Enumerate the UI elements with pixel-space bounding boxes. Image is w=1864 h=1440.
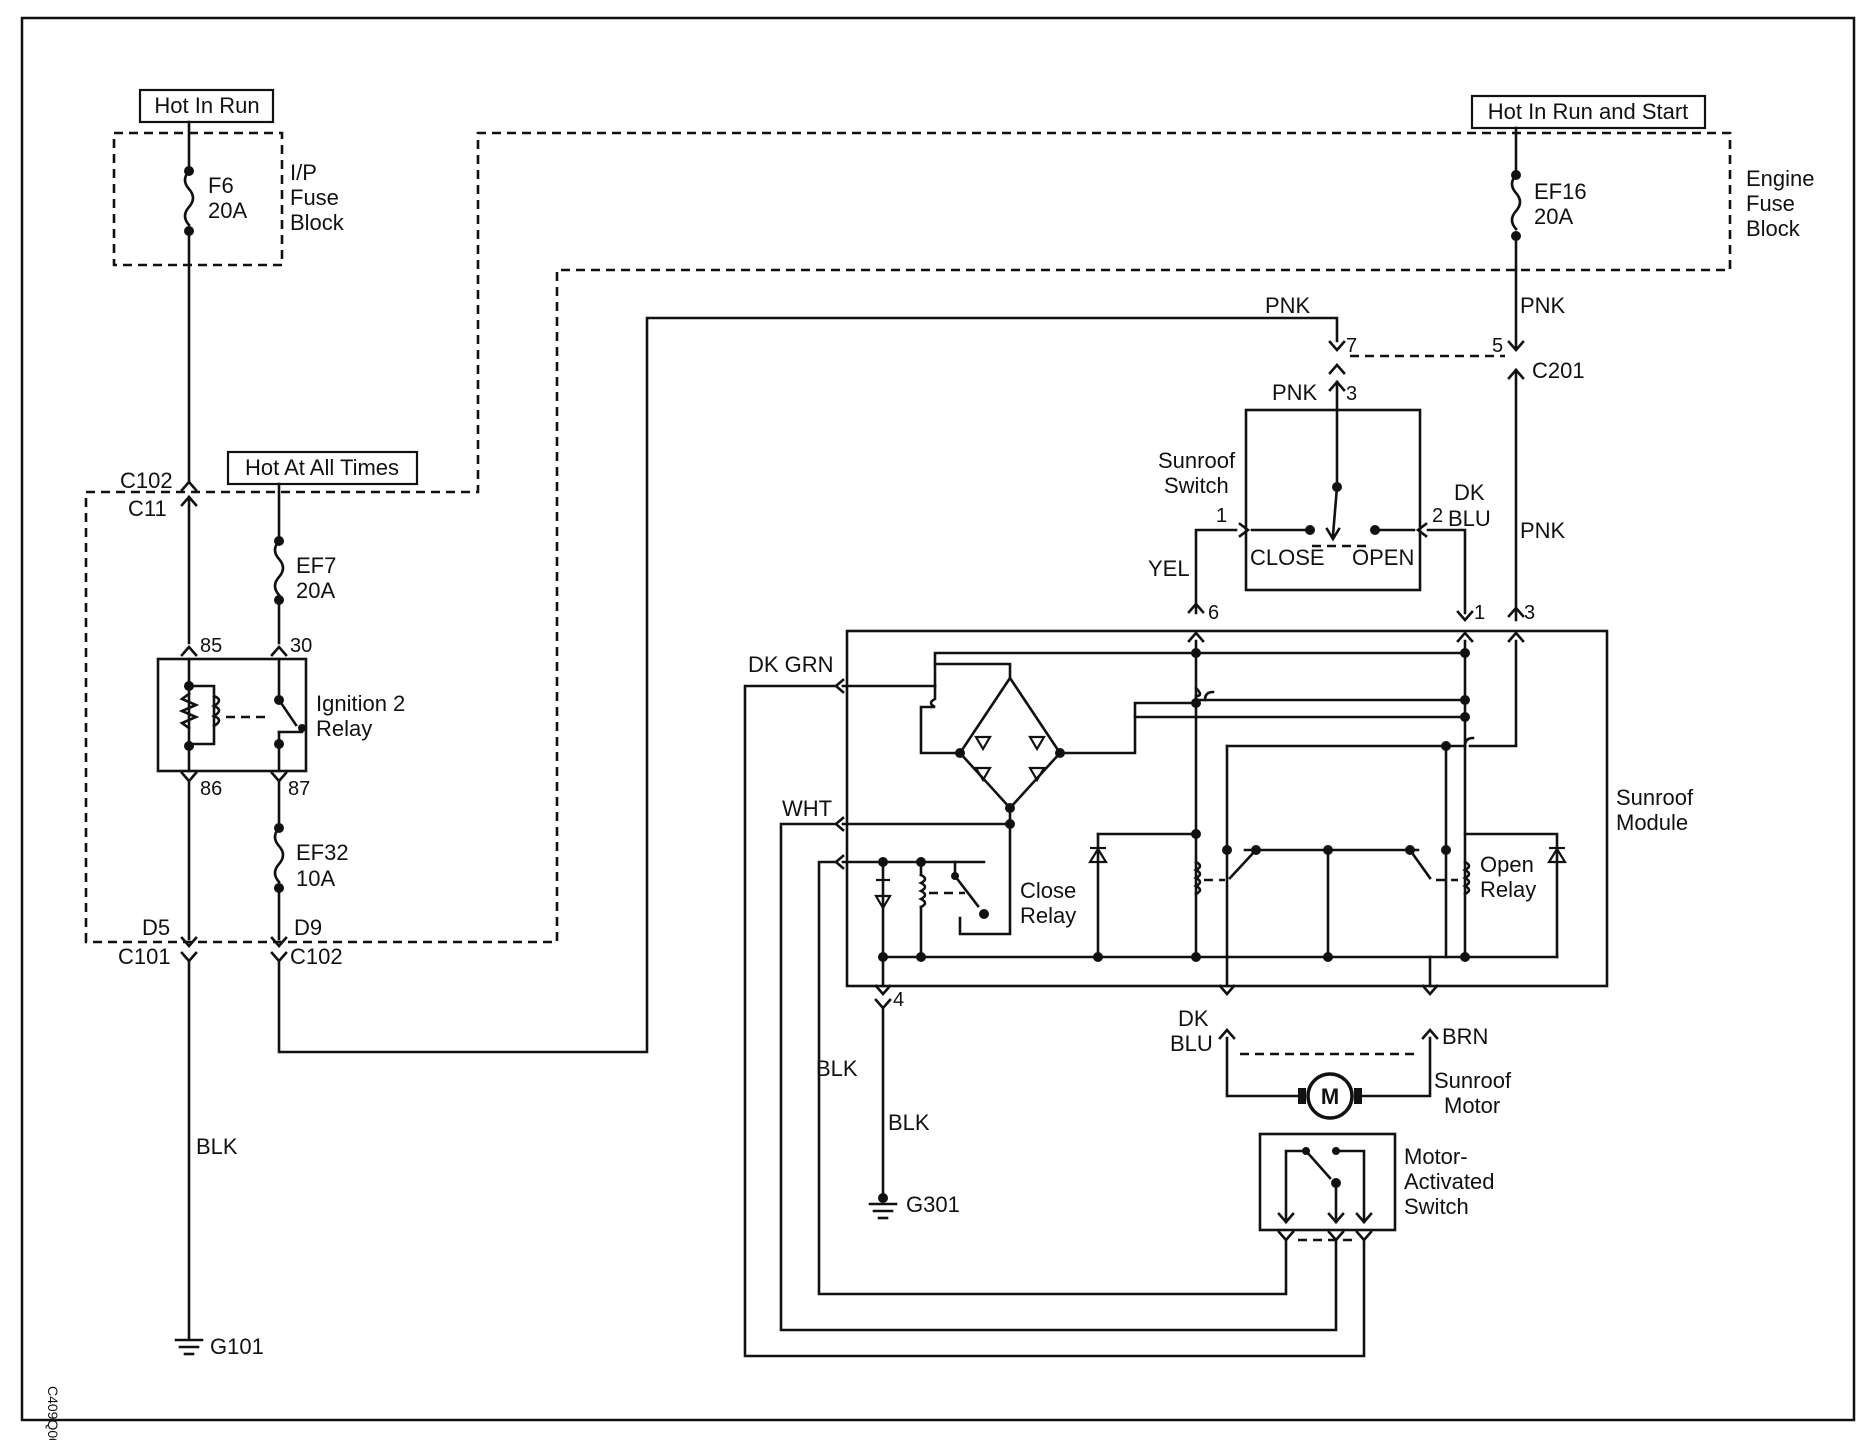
fuse-f6-rating: 20A [208,198,247,223]
fuse-f6-symbol [183,169,195,227]
wire-yel: YEL [1148,556,1190,581]
diagram-border [20,16,1856,1422]
relay-pin-30: 30 [290,635,312,657]
fuse-ef16-symbol [1510,173,1522,231]
sunroof-module-label-2: Module [1616,810,1688,835]
motor-switch-label-1: Motor- [1404,1144,1468,1169]
wire-dk-grn: DK GRN [748,652,834,677]
header-hot-in-run: Hot In Run [138,88,275,124]
fuse-ef32-symbol [273,826,285,884]
sunroof-switch-label-2: Switch [1164,473,1229,498]
ignition-2-relay [156,657,308,773]
engine-fuse-block-label-2: Fuse [1746,191,1795,216]
header-hot-at-all-times-text: Hot At All Times [245,455,399,480]
switch-close-label: CLOSE [1250,545,1325,570]
wire-dk-motor: DK [1178,1006,1209,1031]
relay-pin-86: 86 [200,778,222,800]
open-relay-label-1: Open [1480,852,1534,877]
wire-pnk-switch: PNK [1272,380,1318,405]
figure-code: C409Q001 [45,1386,61,1440]
fuse-ef32-rating: 10A [296,866,335,891]
ground-g301-label: G301 [906,1192,960,1217]
wire-blk-g301: BLK [888,1110,930,1135]
fuse-ef32-name: EF32 [296,840,349,865]
fuse-ef16-rating: 20A [1534,204,1573,229]
connector-pin-7: 7 [1346,335,1357,357]
header-hot-in-run-and-start: Hot In Run and Start [1470,94,1707,130]
module-pin-3: 3 [1524,602,1535,624]
engine-fuse-block-label-1: Engine [1746,166,1815,191]
switch-pin-1: 1 [1216,505,1227,527]
header-hot-in-run-text: Hot In Run [154,93,259,118]
motor-switch-label-2: Activated [1404,1169,1495,1194]
wire-pnk-mid: PNK [1520,518,1566,543]
connector-c11: C11 [128,496,167,521]
fuse-f6-name: F6 [208,173,234,198]
module-pin-6: 6 [1208,602,1219,624]
relay-label-2: Relay [316,716,372,741]
header-hot-in-run-and-start-text: Hot In Run and Start [1488,99,1689,124]
relay-pin-85: 85 [200,635,222,657]
connector-c102-top: C102 [120,468,173,493]
ip-fuse-block-label-1: I/P [290,160,317,185]
ip-fuse-block-label-2: Fuse [290,185,339,210]
switch-pin-2: 2 [1432,505,1443,527]
wire-pnk-top: PNK [1265,293,1311,318]
wire-brn: BRN [1442,1024,1488,1049]
connector-c201: C201 [1532,358,1585,383]
relay-label-1: Ignition 2 [316,691,405,716]
connector-c102-bottom: C102 [290,944,343,969]
module-pin-4: 4 [893,989,904,1011]
bridge-rectifier [955,675,1065,813]
engine-fuse-block-label-3: Block [1746,216,1801,241]
wire-wht: WHT [782,796,832,821]
fuse-ef16-name: EF16 [1534,179,1587,204]
switch-open-label: OPEN [1352,545,1414,570]
motor-symbol: M [1321,1084,1339,1109]
connector-d9: D9 [294,915,322,940]
wire-blu-top: BLU [1448,506,1491,531]
wire-blk-mid: BLK [816,1056,858,1081]
fuse-ef7-rating: 20A [296,578,335,603]
connector-pin-5: 5 [1492,335,1503,357]
ground-g101-symbol [174,1338,204,1356]
ground-g101-label: G101 [210,1334,264,1359]
wire-blk-left: BLK [196,1134,238,1159]
wire-dk-top: DK [1454,480,1485,505]
connector-pin-3-switch: 3 [1346,383,1357,405]
wire-pnk-right: PNK [1520,293,1566,318]
sunroof-switch-label-1: Sunroof [1158,448,1236,473]
sunroof-motor [1306,1072,1354,1120]
header-hot-at-all-times: Hot At All Times [226,450,419,486]
relay-pin-87: 87 [288,778,310,800]
close-relay-label-1: Close [1020,878,1076,903]
sunroof-switch [1244,408,1422,592]
wire-blu-motor: BLU [1170,1031,1213,1056]
fuse-ef7-symbol [273,539,285,597]
ip-fuse-block [112,131,284,267]
open-relay-label-2: Relay [1480,877,1536,902]
motor-switch-label-3: Switch [1404,1194,1469,1219]
motor-activated-switch [1258,1132,1397,1232]
sunroof-module-label-1: Sunroof [1616,785,1694,810]
connector-c101: C101 [118,944,171,969]
engine-fuse-block-outline [84,131,1732,944]
motor-label-1: Sunroof [1434,1068,1512,1093]
close-relay-label-2: Relay [1020,903,1076,928]
connector-d5: D5 [142,915,170,940]
ip-fuse-block-label-3: Block [290,210,345,235]
fuse-ef7-name: EF7 [296,553,336,578]
motor-label-2: Motor [1444,1093,1500,1118]
ground-g301-symbol [868,1202,898,1220]
module-pin-1: 1 [1474,602,1485,624]
close-relay [874,822,1012,959]
